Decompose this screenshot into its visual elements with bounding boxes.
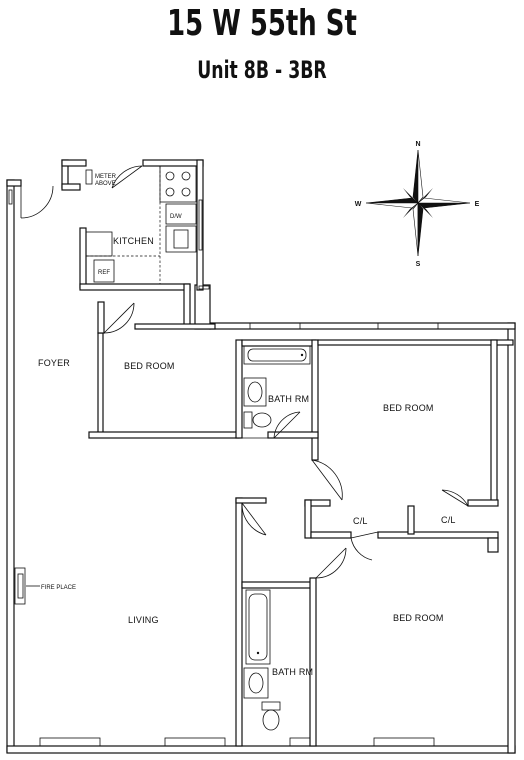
compass-west-label: W	[355, 201, 362, 208]
room-label-closet-1: C/L	[353, 516, 368, 526]
room-label-living: LIVING	[128, 615, 159, 625]
room-label-bedroom-1: BED ROOM	[124, 361, 175, 371]
windows	[8, 189, 439, 747]
unit-subtitle: Unit 8B - 3BR	[197, 56, 327, 84]
room-label-bedroom-2: BED ROOM	[383, 403, 434, 413]
dishwasher-label: D/W	[170, 214, 182, 220]
compass-north-label: N	[415, 141, 420, 148]
bath-1-fixtures	[243, 345, 311, 429]
compass-rose: N S W E	[355, 141, 480, 268]
walls	[6, 159, 516, 754]
meter-label: METER	[95, 174, 117, 180]
room-label-bath-1: BATH RM	[268, 394, 309, 404]
compass-east-label: E	[475, 201, 480, 208]
compass-south-label: S	[416, 261, 421, 268]
page-title: 15 W 55th St	[167, 3, 357, 44]
bath-2-fixtures	[243, 589, 281, 731]
fridge-label: REF	[98, 270, 110, 276]
fireplace	[14, 567, 40, 605]
room-label-foyer: FOYER	[38, 358, 70, 368]
room-label-closet-2: C/L	[441, 515, 456, 525]
room-label-bedroom-3: BED ROOM	[393, 613, 444, 623]
fireplace-label: FIRE PLACE	[41, 585, 76, 591]
meter-above-label: ABOVE	[95, 181, 116, 187]
room-label-kitchen: KITCHEN	[113, 236, 154, 246]
kitchen-fixtures	[85, 165, 197, 284]
room-label-bath-2: BATH RM	[272, 667, 313, 677]
doors	[20, 165, 469, 579]
